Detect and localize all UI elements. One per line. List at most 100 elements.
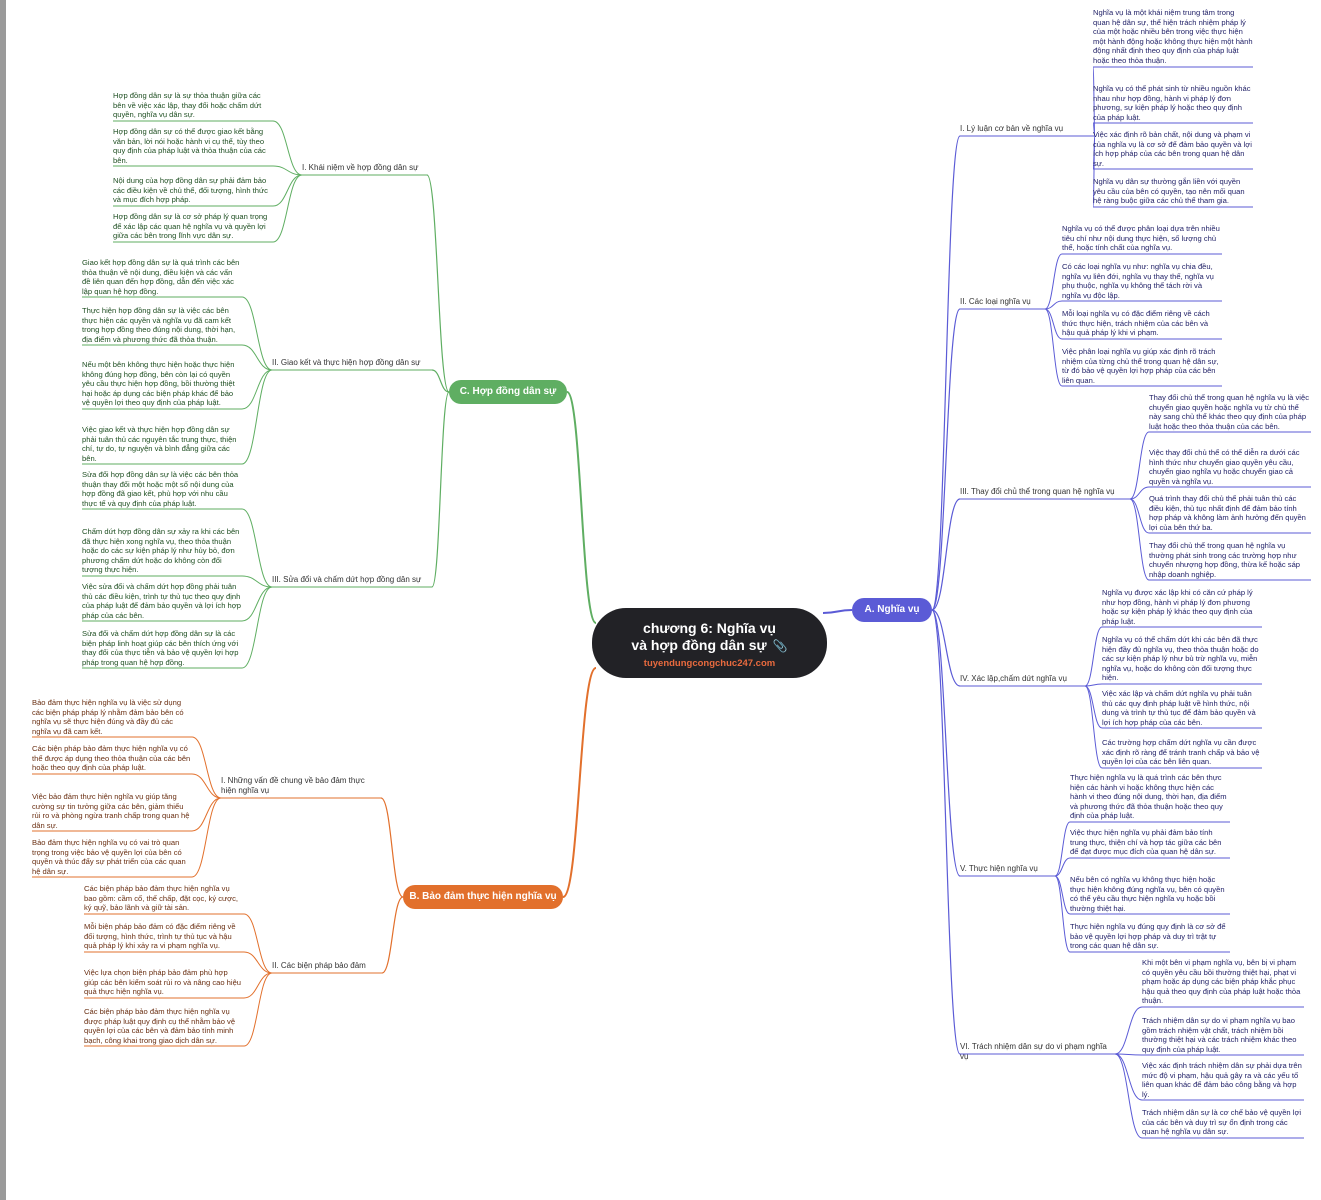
leaf-a-2-4[interactable]: Việc phân loại nghĩa vụ giúp xác định rõ… — [1062, 347, 1219, 385]
connector-leaf — [243, 951, 273, 974]
connector-leaf — [1054, 857, 1071, 877]
branch-c-node[interactable]: C. Hợp đồng dân sự — [449, 380, 567, 404]
connector-leaf — [1044, 308, 1063, 340]
leaf-a-4-2[interactable]: Nghĩa vụ có thể chấm dứt khi các bên đã … — [1102, 635, 1259, 683]
section-a-5[interactable]: V. Thực hiện nghĩa vụ — [960, 864, 1038, 873]
connector-leaf — [241, 586, 273, 622]
connector-leaf — [241, 575, 273, 588]
section-a-6[interactable]: VI. Trách nhiệm dân sự do vi phạm nghĩa … — [960, 1042, 1107, 1061]
connector-leaf — [1114, 1053, 1143, 1056]
connector-leaf — [243, 913, 273, 974]
leaf-b-2-2[interactable]: Mỗi biện pháp bảo đảm có đặc điểm riêng … — [84, 922, 236, 951]
leaf-b-2-1[interactable]: Các biện pháp bảo đảm thực hiện nghĩa vụ… — [84, 884, 238, 913]
leaf-a-1-2[interactable]: Nghĩa vụ có thể phát sinh từ nhiều nguồn… — [1093, 84, 1251, 122]
connector-leaf — [272, 120, 303, 176]
connector-section — [931, 135, 961, 611]
connector-leaf — [241, 508, 273, 588]
connector-section — [931, 609, 961, 1055]
paperclip-icon[interactable]: 📎 — [772, 639, 788, 653]
connector-leaf — [1084, 685, 1103, 769]
section-c-3[interactable]: III. Sửa đổi và chấm dứt hợp đồng dân sự — [272, 575, 422, 584]
section-a-1[interactable]: I. Lý luận cơ bản về nghĩa vụ — [960, 124, 1064, 133]
leaf-a-3-4[interactable]: Thay đổi chủ thể trong quan hệ nghĩa vụ … — [1149, 541, 1301, 579]
connector-leaf — [191, 797, 222, 832]
connector-leaf — [272, 174, 303, 207]
leaf-c-1-1[interactable]: Hợp đồng dân sự là sự thỏa thuận giữa cá… — [113, 91, 262, 120]
leaf-a-3-3[interactable]: Quá trình thay đổi chủ thể phải tuân thủ… — [1149, 494, 1306, 532]
section-b-2[interactable]: II. Các biện pháp bảo đảm — [272, 961, 366, 970]
leaf-a-5-4[interactable]: Thực hiện nghĩa vụ đúng quy định là cơ s… — [1070, 922, 1226, 951]
leaf-c-3-2[interactable]: Chấm dứt hợp đồng dân sự xảy ra khi các … — [82, 527, 240, 575]
leaf-c-1-4[interactable]: Hợp đồng dân sự là cơ sở pháp lý quan tr… — [113, 212, 268, 241]
leaf-a-5-1[interactable]: Thực hiện nghĩa vụ là quá trình các bên … — [1070, 773, 1227, 821]
connector-leaf — [1092, 135, 1096, 208]
leaf-a-1-4[interactable]: Nghĩa vụ dân sự thường gắn liền với quyề… — [1093, 177, 1245, 206]
leaf-a-5-3[interactable]: Nếu bên có nghĩa vụ không thực hiện hoặc… — [1070, 875, 1225, 913]
section-a-4[interactable]: IV. Xác lập,chấm dứt nghĩa vụ — [960, 674, 1067, 683]
leaf-a-3-1[interactable]: Thay đổi chủ thể trong quan hệ nghĩa vụ … — [1149, 393, 1309, 431]
leaf-b-1-2[interactable]: Các biện pháp bảo đảm thực hiện nghĩa vụ… — [32, 744, 191, 773]
connector-leaf — [243, 972, 273, 999]
section-c-1[interactable]: I. Khái niệm về hợp đồng dân sự — [302, 163, 419, 172]
leaf-a-1-1[interactable]: Nghĩa vụ là một khái niệm trung tâm tron… — [1093, 8, 1253, 65]
connector-leaf — [243, 972, 273, 1047]
mindmap-canvas[interactable]: chương 6: Nghĩa vụ và hợp đồng dân sự📎 t… — [6, 0, 1321, 1200]
leaf-c-2-4[interactable]: Việc giao kết và thực hiện hợp đồng dân … — [82, 425, 237, 463]
connector-section — [931, 498, 961, 611]
root-title-line1: chương 6: Nghĩa vụ — [643, 620, 776, 636]
section-b-1[interactable]: I. Những vấn đề chung về bảo đảm thực hi… — [221, 776, 365, 795]
connector-leaf — [272, 174, 303, 243]
connector-root-a — [822, 609, 853, 614]
root-site-link[interactable]: tuyendungcongchuc247.com — [643, 658, 776, 669]
leaf-a-6-2[interactable]: Trách nhiệm dân sự do vi phạm nghĩa vụ b… — [1142, 1016, 1297, 1054]
leaf-a-6-3[interactable]: Việc xác định trách nhiệm dân sự phải dự… — [1142, 1061, 1302, 1099]
branch-b-node[interactable]: B. Bảo đảm thực hiện nghĩa vụ — [403, 885, 563, 909]
connector-leaf — [1114, 1053, 1143, 1139]
leaf-b-1-4[interactable]: Bảo đảm thực hiện nghĩa vụ có vai trò qu… — [32, 838, 186, 876]
leaf-c-3-4[interactable]: Sửa đổi và chấm dứt hợp đồng dân sự là c… — [82, 629, 239, 667]
section-a-2[interactable]: II. Các loại nghĩa vụ — [960, 297, 1031, 306]
connector-leaf — [1129, 498, 1150, 581]
connector-leaf — [1044, 300, 1063, 310]
section-a-3[interactable]: III. Thay đổi chủ thể trong quan hệ nghĩ… — [960, 487, 1115, 496]
leaf-a-2-3[interactable]: Mỗi loại nghĩa vụ có đặc điểm riêng về c… — [1062, 309, 1210, 338]
leaf-a-4-1[interactable]: Nghĩa vụ được xác lập khi có căn cứ pháp… — [1102, 588, 1253, 626]
leaf-c-3-3[interactable]: Việc sửa đổi và chấm dứt hợp đồng phải t… — [82, 582, 241, 620]
leaf-a-6-4[interactable]: Trách nhiệm dân sự là cơ chế bảo vệ quyề… — [1142, 1108, 1302, 1137]
leaf-a-5-2[interactable]: Việc thực hiện nghĩa vụ phải đảm bảo tín… — [1070, 828, 1222, 857]
leaf-b-1-1[interactable]: Bảo đảm thực hiện nghĩa vụ là việc sử dụ… — [32, 698, 184, 736]
section-c-2[interactable]: II. Giao kết và thực hiện hợp đồng dân s… — [272, 358, 421, 367]
leaf-c-1-2[interactable]: Hợp đồng dân sự có thể được giao kết bằn… — [113, 127, 266, 165]
leaf-c-2-1[interactable]: Giao kết hợp đồng dân sự là quá trình cá… — [82, 258, 240, 296]
root-title-line2: và hợp đồng dân sự📎 — [631, 637, 788, 653]
leaf-a-2-2[interactable]: Có các loại nghĩa vụ như: nghĩa vụ chia … — [1062, 262, 1214, 300]
leaf-c-1-3[interactable]: Nội dung của hợp đồng dân sự phải đảm bả… — [113, 176, 268, 205]
leaf-b-1-3[interactable]: Việc bảo đảm thực hiện nghĩa vụ giúp tăn… — [32, 792, 190, 830]
connector-leaf — [1129, 486, 1150, 500]
leaf-a-4-3[interactable]: Việc xác lập và chấm dứt nghĩa vụ phải t… — [1102, 689, 1256, 727]
connector-leaf — [1084, 685, 1103, 729]
connector-leaf — [241, 369, 273, 410]
leaf-a-3-2[interactable]: Việc thay đổi chủ thể có thể diễn ra dướ… — [1149, 448, 1300, 486]
connector-leaf — [1129, 498, 1150, 534]
leaf-c-2-2[interactable]: Thực hiện hợp đồng dân sự là việc các bê… — [82, 306, 236, 344]
connector-section — [380, 797, 404, 898]
connector-section — [431, 369, 450, 393]
leaf-c-2-3[interactable]: Nếu một bên không thực hiện hoặc thực hi… — [82, 360, 235, 408]
connector-leaf — [241, 586, 273, 669]
connector-leaf — [1084, 626, 1103, 687]
connector-section — [381, 896, 404, 974]
leaf-c-3-1[interactable]: Sửa đổi hợp đồng dân sự là việc các bên … — [82, 470, 239, 508]
leaf-a-4-4[interactable]: Các trường hợp chấm dứt nghĩa vụ cần đượ… — [1102, 738, 1260, 767]
connector-section — [931, 308, 961, 611]
connector-leaf — [1044, 308, 1063, 387]
leaf-a-6-1[interactable]: Khi một bên vi phạm nghĩa vụ, bên bị vi … — [1142, 958, 1301, 1006]
branch-a-node[interactable]: A. Nghĩa vụ — [852, 598, 932, 622]
leaf-b-2-3[interactable]: Việc lựa chọn biện pháp bảo đảm phù hợp … — [84, 968, 242, 997]
leaf-a-2-1[interactable]: Nghĩa vụ có thể được phân loại dựa trên … — [1062, 224, 1220, 253]
connector-layer — [32, 66, 1311, 1139]
connector-leaf — [272, 165, 303, 176]
leaf-a-1-3[interactable]: Việc xác định rõ bản chất, nội dung và p… — [1093, 130, 1252, 168]
root-node[interactable]: chương 6: Nghĩa vụ và hợp đồng dân sự📎 t… — [592, 608, 827, 678]
leaf-b-2-4[interactable]: Các biện pháp bảo đảm thực hiện nghĩa vụ… — [84, 1007, 236, 1045]
